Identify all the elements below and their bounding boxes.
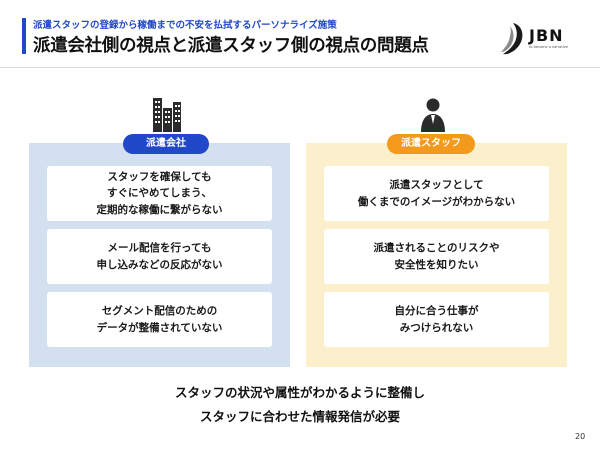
conclusion-line: スタッフに合わせた情報発信が必要 bbox=[199, 409, 400, 424]
conclusion-line: スタッフの状況や属性がわかるように整備し bbox=[174, 385, 425, 400]
jbn-logo-mark-icon bbox=[501, 23, 523, 55]
page-title: 派遣会社側の視点と派遣スタッフ側の視点の問題点 bbox=[33, 36, 429, 56]
staff-label-badge: 派遣スタッフ bbox=[387, 134, 475, 154]
header-divider bbox=[0, 67, 600, 68]
header-accent-bar bbox=[22, 18, 26, 54]
page-subtitle: 派遣スタッフの登録から稼働までの不安を払拭するパーソナライズ施策 bbox=[33, 20, 337, 31]
company-label-badge: 派遣会社 bbox=[123, 134, 209, 154]
logo-tagline: to become a narrative bbox=[529, 45, 568, 49]
building-icon bbox=[153, 98, 181, 132]
logo-wordmark: JBN bbox=[529, 26, 564, 45]
company-issue-card: メール配信を行っても 申し込みなどの反応がない bbox=[47, 229, 272, 284]
jbn-logo: JBN to become a narrative bbox=[500, 18, 582, 58]
page-number: 20 bbox=[575, 432, 586, 441]
person-icon bbox=[421, 98, 445, 132]
staff-issue-card: 派遣スタッフとして 働くまでのイメージがわからない bbox=[324, 166, 549, 221]
staff-issue-card: 自分に合う仕事が みつけられない bbox=[324, 292, 549, 347]
company-issue-card: セグメント配信のための データが整備されていない bbox=[47, 292, 272, 347]
staff-issue-card: 派遣されることのリスクや 安全性を知りたい bbox=[324, 229, 549, 284]
company-issue-card: スタッフを確保しても すぐにやめてしまう、 定期的な稼働に繋がらない bbox=[47, 166, 272, 221]
